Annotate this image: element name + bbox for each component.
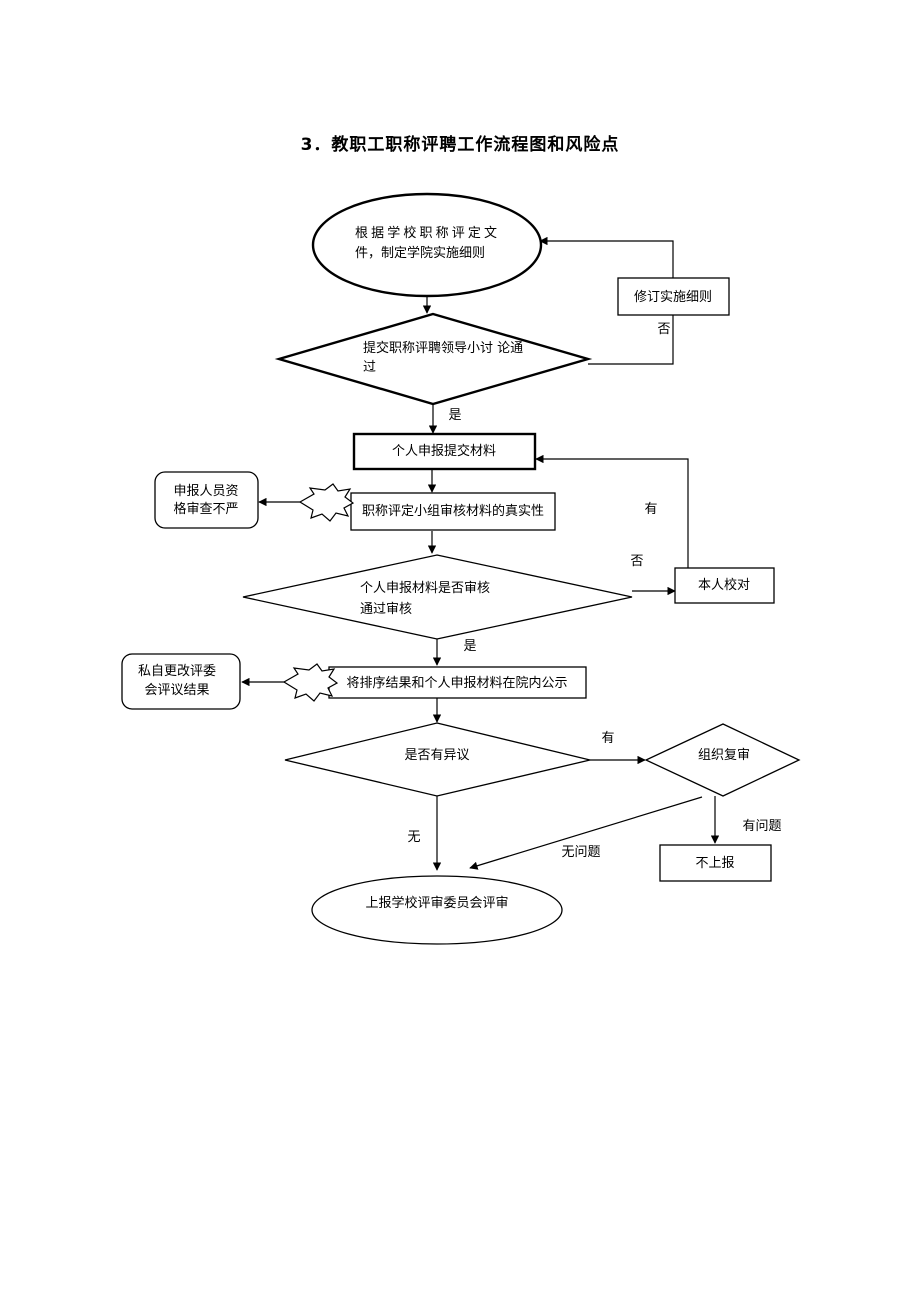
d3-text: 是否有异议	[404, 748, 469, 763]
page-title: 3．教职工职称评聘工作流程图和风险点	[300, 135, 620, 155]
d1-text-line2: 过	[363, 360, 376, 375]
decision-4	[644, 723, 801, 797]
edge-selfcheck-to-submit	[535, 454, 689, 568]
submit-box	[352, 432, 537, 471]
label-yes-1: 是	[448, 408, 461, 423]
risk2-text-line1: 私自更改评委	[138, 664, 216, 679]
end-ellipse	[311, 875, 563, 945]
verify-box	[350, 492, 556, 531]
self-check-box	[674, 567, 775, 604]
risk2-burst-icon	[282, 663, 339, 702]
decision-2	[242, 554, 633, 640]
label-no-problem: 无问题	[561, 845, 600, 860]
d2-text-line1: 个人申报材料是否审核	[360, 581, 490, 596]
risk1-box	[154, 471, 259, 529]
d2-text-line2: 通过审核	[360, 602, 412, 617]
submit-text: 个人申报提交材料	[392, 443, 496, 459]
label-no-1: 否	[657, 322, 670, 337]
label-has-2: 有	[601, 731, 614, 746]
risk1-burst-icon	[298, 483, 355, 522]
decision-1	[274, 312, 593, 406]
verify-text: 职称评定小组审核材料的真实性	[362, 503, 544, 519]
decision-3	[284, 722, 591, 797]
risk2-text-line2: 会评议结果	[144, 683, 209, 698]
publicize-box	[328, 666, 587, 699]
start-text-line2: 件，制定学院实施细则	[355, 245, 485, 261]
label-has-1: 有	[644, 502, 657, 517]
risk1-text-line1: 申报人员资	[173, 484, 238, 499]
end-text: 上报学校评审委员会评审	[365, 895, 508, 911]
risk1-text-line2: 格审查不严	[173, 501, 238, 517]
start-text-line1: 根据学校职称评定文	[355, 225, 497, 241]
no-report-text: 不上报	[695, 856, 734, 871]
d1-text-line1: 提交职称评聘领导小讨 论通	[363, 340, 523, 356]
self-check-text: 本人校对	[698, 577, 750, 593]
publicize-text: 将排序结果和个人申报材料在院内公示	[346, 675, 567, 691]
risk2-box	[121, 653, 241, 710]
edge-revise-to-start	[539, 236, 674, 278]
edge-d4-no-problem	[469, 796, 703, 870]
label-has-problem: 有问题	[742, 819, 781, 834]
no-report-box	[659, 844, 772, 882]
revise-text: 修订实施细则	[634, 290, 712, 305]
label-no-2: 否	[630, 554, 643, 569]
start-ellipse	[311, 192, 543, 298]
edge-d1-no	[588, 315, 674, 365]
revise-box	[617, 277, 730, 316]
label-yes-2: 是	[463, 639, 476, 654]
d4-text: 组织复审	[698, 748, 750, 763]
label-none: 无	[407, 830, 420, 845]
